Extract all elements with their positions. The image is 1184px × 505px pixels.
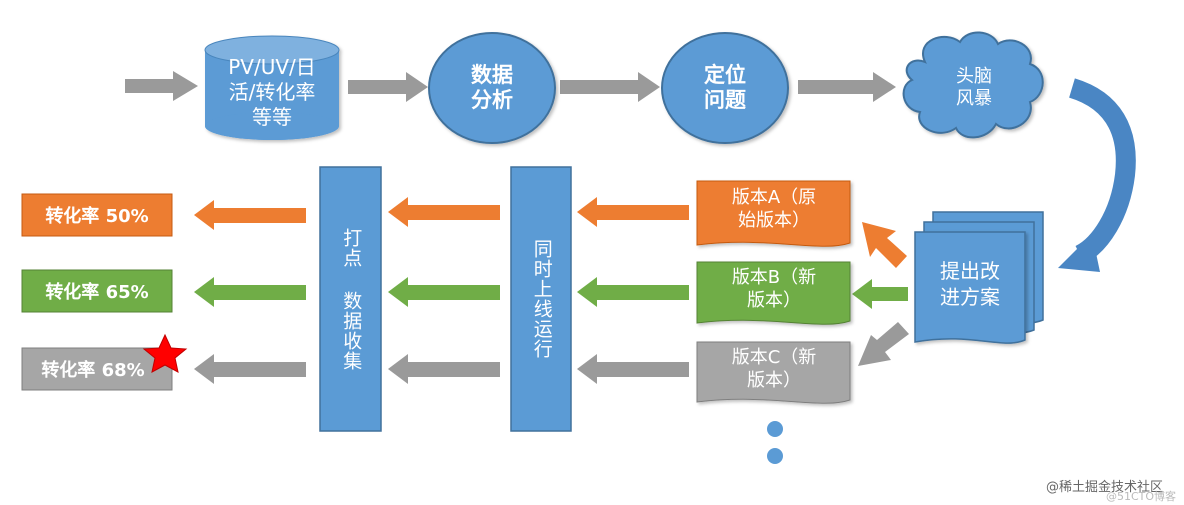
locate-label: 定位 问题	[704, 62, 746, 112]
more-versions-dot	[767, 421, 783, 437]
top-arrow-metrics-to-analysis	[348, 72, 428, 102]
analysis-label: 数据 分析	[471, 62, 513, 112]
curved-return-arrow	[1058, 78, 1136, 272]
plan-label: 提出改 进方案	[940, 259, 1000, 309]
improvement-plan-docs	[914, 211, 1044, 344]
more-versions-dot	[767, 448, 783, 464]
version-c-label: 版本C（新 版本）	[731, 347, 817, 392]
metrics-database-shape	[204, 35, 340, 140]
metrics-label: PV/UV/日 活/转化率 等等	[228, 54, 316, 129]
version-a-doc	[696, 180, 851, 247]
online-to-collect-arrow-orange	[388, 197, 500, 227]
plan-to-version-a-arrow	[862, 222, 907, 268]
collect-to-result-arrow-orange	[194, 200, 306, 230]
version-b-to-online-arrow	[577, 277, 689, 307]
collect-bar	[319, 166, 382, 432]
result-box-b	[21, 269, 173, 313]
online-label: 同时上线运行	[530, 239, 553, 359]
brainstorm-label: 头脑 风暴	[956, 66, 992, 109]
collect-to-result-arrow-green	[194, 277, 306, 307]
top-arrow-analysis-to-locate	[560, 72, 660, 102]
top-arrow-entry	[125, 71, 198, 101]
plan-to-version-b-arrow	[852, 279, 908, 309]
version-a-to-online-arrow	[577, 197, 689, 227]
watermark-sub: @51CTO博客	[1106, 490, 1177, 503]
best-result-star-icon	[142, 333, 188, 373]
online-bar	[510, 166, 572, 432]
version-a-label: 版本A（原 始版本）	[731, 187, 817, 232]
version-c-doc	[696, 341, 851, 404]
analysis-circle	[428, 32, 556, 144]
online-to-collect-arrow-gray	[388, 354, 500, 384]
result-box-c	[21, 347, 173, 391]
brainstorm-cloud	[902, 31, 1044, 139]
result-label-a: 转化率 50%	[45, 206, 149, 227]
version-c-to-online-arrow	[577, 354, 689, 384]
version-b-label: 版本B（新 版本）	[731, 267, 817, 312]
version-b-doc	[696, 261, 851, 325]
collect-to-result-arrow-gray	[194, 354, 306, 384]
online-to-collect-arrow-green	[388, 277, 500, 307]
top-arrow-locate-to-brainstorm	[798, 72, 896, 102]
plan-to-version-c-arrow	[858, 322, 909, 366]
locate-circle	[661, 32, 789, 144]
result-label-c: 转化率 68%	[41, 360, 145, 381]
watermark: @稀土掘金技术社区	[1046, 480, 1164, 495]
result-box-a	[21, 193, 173, 237]
collect-label: 打点 数据收集	[340, 227, 363, 371]
result-label-b: 转化率 65%	[45, 282, 149, 303]
